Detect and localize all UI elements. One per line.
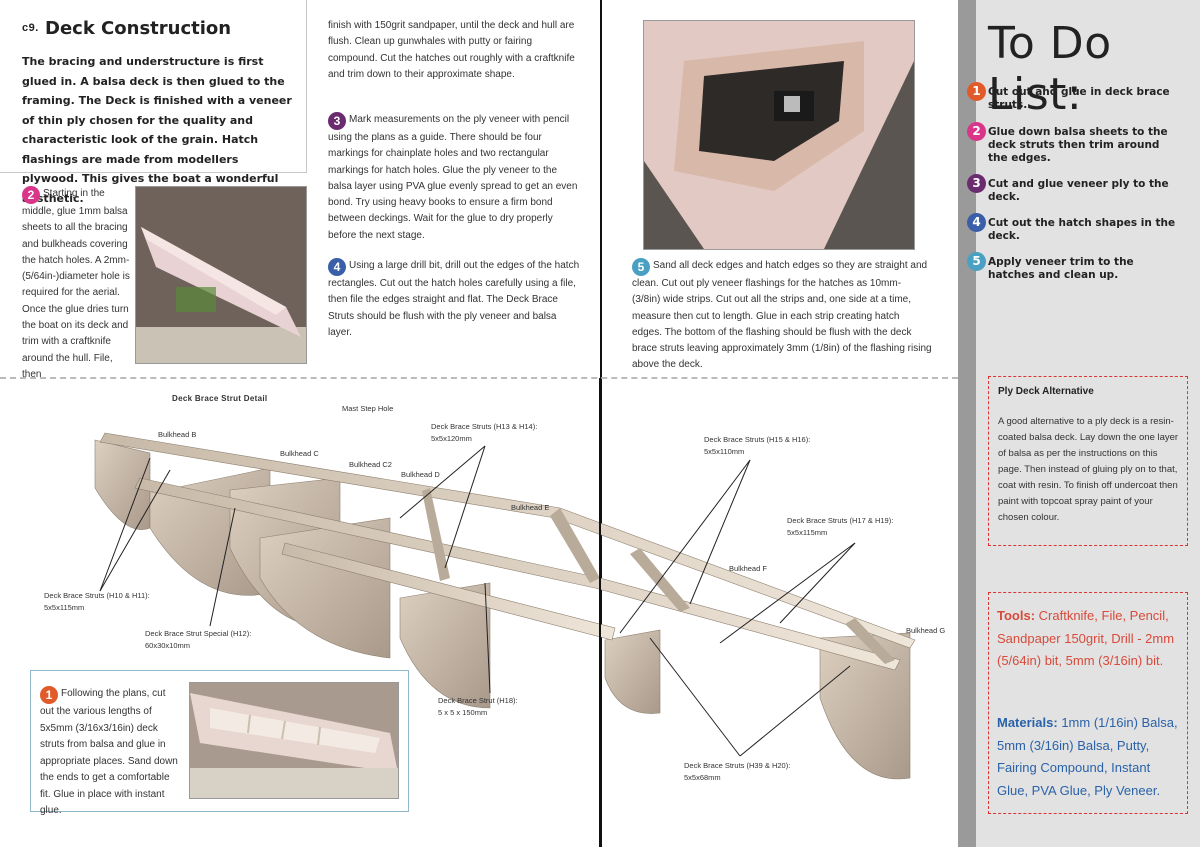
label-bulkhead-d: Bulkhead D <box>401 470 440 479</box>
bulkhead-g-shape <box>819 632 911 780</box>
label-h17: Deck Brace Struts (H17 & H19): <box>787 516 894 525</box>
label-h10-dim: 5x5x115mm <box>44 603 85 612</box>
label-h12-dim: 60x30x10mm <box>145 641 191 650</box>
label-h17-dim: 5x5x115mm <box>787 528 828 537</box>
todo-item-1: 1 Cut out and glue in deck brace struts. <box>967 82 1182 112</box>
label-h39-dim: 5x5x68mm <box>684 773 721 782</box>
cross-strut-4 <box>422 488 450 581</box>
step-2-continued: finish with 150grit sandpaper, until the… <box>328 20 575 80</box>
intro-text: The bracing and understructure is first … <box>22 55 292 205</box>
label-h15-dim: 5x5x110mm <box>704 447 745 456</box>
label-h15: Deck Brace Struts (H15 & H16): <box>704 435 811 444</box>
todo-item-5: 5 Apply veneer trim to the hatches and c… <box>967 252 1182 282</box>
bulkhead-e-shape <box>399 582 491 709</box>
cross-strut-1 <box>550 508 600 583</box>
section-divider <box>0 377 958 379</box>
step-3-badge: 3 <box>328 112 346 130</box>
todo-2-badge: 2 <box>967 122 986 141</box>
label-h12: Deck Brace Strut Special (H12): <box>145 629 252 638</box>
hatch-photo-illustration <box>644 21 914 249</box>
todo-3-badge: 3 <box>967 174 986 193</box>
label-h18: Deck Brace Strut (H18): <box>438 696 518 705</box>
todo-1-badge: 1 <box>967 82 986 101</box>
todo-title: To Do List: <box>988 18 1112 120</box>
label-bulkhead-f: Bulkhead F <box>729 564 767 573</box>
label-bulkhead-g: Bulkhead G <box>906 626 946 635</box>
hatch-photo <box>643 20 915 250</box>
deck-brace-diagram: Deck Brace Strut Detail Mast Step Hole B… <box>0 378 958 847</box>
intro-box <box>0 0 307 173</box>
cross-strut-3 <box>845 618 895 664</box>
bulkhead-f-shape <box>604 629 661 714</box>
strut-center <box>281 542 616 641</box>
ply-deck-title: Ply Deck Alternative <box>998 386 1094 397</box>
label-h10: Deck Brace Struts (H10 & H11): <box>44 591 150 600</box>
sidebar <box>976 0 1200 847</box>
leader-lines <box>99 445 856 757</box>
step-2-photo <box>135 186 307 364</box>
label-h13: Deck Brace Struts (H13 & H14): <box>431 422 538 431</box>
label-bulkhead-b: Bulkhead B <box>158 430 197 439</box>
page-title: Deck Construction <box>45 18 232 39</box>
diagram-title: Deck Brace Strut Detail <box>172 394 268 403</box>
hull-photo-illustration <box>136 187 306 363</box>
step-1-photo <box>189 682 399 799</box>
todo-item-4: 4 Cut out the hatch shapes in the deck. <box>967 213 1182 243</box>
label-bulkhead-e: Bulkhead E <box>511 503 550 512</box>
todo-4-badge: 4 <box>967 213 986 232</box>
todo-5-badge: 5 <box>967 252 986 271</box>
label-h13-dim: 5x5x120mm <box>431 434 472 443</box>
label-bulkhead-c2: Bulkhead C2 <box>349 460 392 469</box>
step-4-badge: 4 <box>328 258 346 276</box>
materials-list: Materials: 1mm (1/16in) Balsa, 5mm (3/16… <box>997 715 1178 798</box>
label-mast-step: Mast Step Hole <box>342 404 394 413</box>
tools-list: Tools: Craftknife, File, Pencil, Sandpap… <box>997 608 1175 668</box>
section-code: c9. <box>22 22 39 34</box>
tools-materials-box <box>988 592 1188 814</box>
step-5-badge: 5 <box>632 258 650 276</box>
label-h39: Deck Brace Struts (H39 & H20): <box>684 761 791 770</box>
struts-photo-illustration <box>190 683 398 798</box>
ply-deck-box <box>988 376 1188 546</box>
ply-deck-text: A good alternative to a ply deck is a re… <box>998 416 1179 523</box>
todo-item-2: 2 Glue down balsa sheets to the deck str… <box>967 122 1182 165</box>
step-2-badge: 2 <box>22 186 40 204</box>
sidebar-edge-strip <box>958 0 976 847</box>
deck-brace-strut-drawing <box>94 378 916 847</box>
step-1-badge: 1 <box>40 686 58 704</box>
todo-item-3: 3 Cut and glue veneer ply to the deck. <box>967 174 1182 204</box>
label-bulkhead-c: Bulkhead C <box>280 449 319 458</box>
label-h18-dim: 5 x 5 x 150mm <box>438 708 488 717</box>
